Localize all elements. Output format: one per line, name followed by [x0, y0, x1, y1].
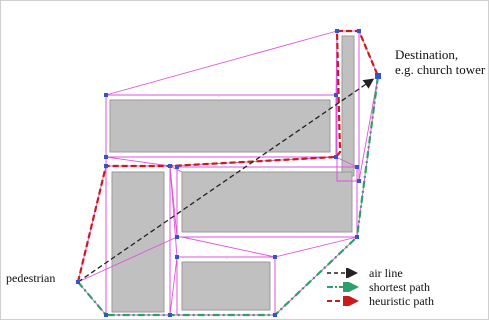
buildings [109, 35, 355, 313]
graph-node [104, 313, 108, 317]
graph-edge [169, 256, 178, 316]
graph-edge [335, 156, 358, 168]
graph-edge [169, 165, 178, 258]
block-ids: · · · [218, 94, 270, 263]
shortest-path-arrow [327, 282, 359, 292]
block-id-mark: · [226, 256, 228, 263]
shortest-path [77, 75, 380, 317]
air-line-arrow [327, 268, 358, 278]
block-id-mark: · [268, 167, 270, 174]
graph-node [334, 93, 338, 97]
heuristic-path [76, 29, 380, 283]
graph-edge [105, 30, 338, 96]
graph-edge [274, 236, 358, 258]
graph-node [175, 235, 179, 239]
block-id-mark: · [218, 94, 220, 101]
building-top-wide [109, 99, 331, 153]
pedestrian-label: pedestrian [6, 271, 56, 285]
legend-label: heuristic path [369, 294, 434, 308]
graph-node [355, 165, 359, 169]
graph-node [76, 280, 80, 284]
graph-node [357, 29, 361, 33]
graph-node [168, 313, 172, 317]
heuristic-path-arrow [327, 296, 359, 306]
outline-top-wide [105, 94, 337, 158]
graph-node [273, 255, 277, 259]
graph-edge [77, 236, 178, 283]
legend-label: shortest path [369, 280, 430, 294]
graph-node [104, 155, 108, 159]
graph-node [175, 255, 179, 259]
graph-node [355, 235, 359, 239]
building-left-tall [111, 171, 165, 313]
destination-label: Destination, e.g. church tower [395, 47, 485, 77]
graph-edge [335, 30, 338, 96]
building-bottom [181, 261, 271, 311]
building-right-tall [341, 35, 355, 177]
graph-edge [181, 236, 276, 258]
graph-node [104, 93, 108, 97]
graph-node [175, 165, 179, 169]
graph-node [168, 164, 172, 168]
destination-label-line-2: e.g. church tower [395, 62, 486, 77]
graph-node [273, 313, 277, 317]
destination-label-line-1: Destination, [395, 47, 459, 62]
legend-label: air line [369, 266, 403, 280]
graph-node [334, 155, 338, 159]
graph-node [357, 179, 361, 183]
graph-edge [105, 156, 171, 167]
building-middle-wide [181, 171, 353, 233]
graph-nodes [76, 29, 381, 317]
graph-node [104, 164, 108, 168]
graph-node [335, 29, 339, 33]
air-line [77, 78, 375, 283]
destination-node [375, 73, 381, 79]
